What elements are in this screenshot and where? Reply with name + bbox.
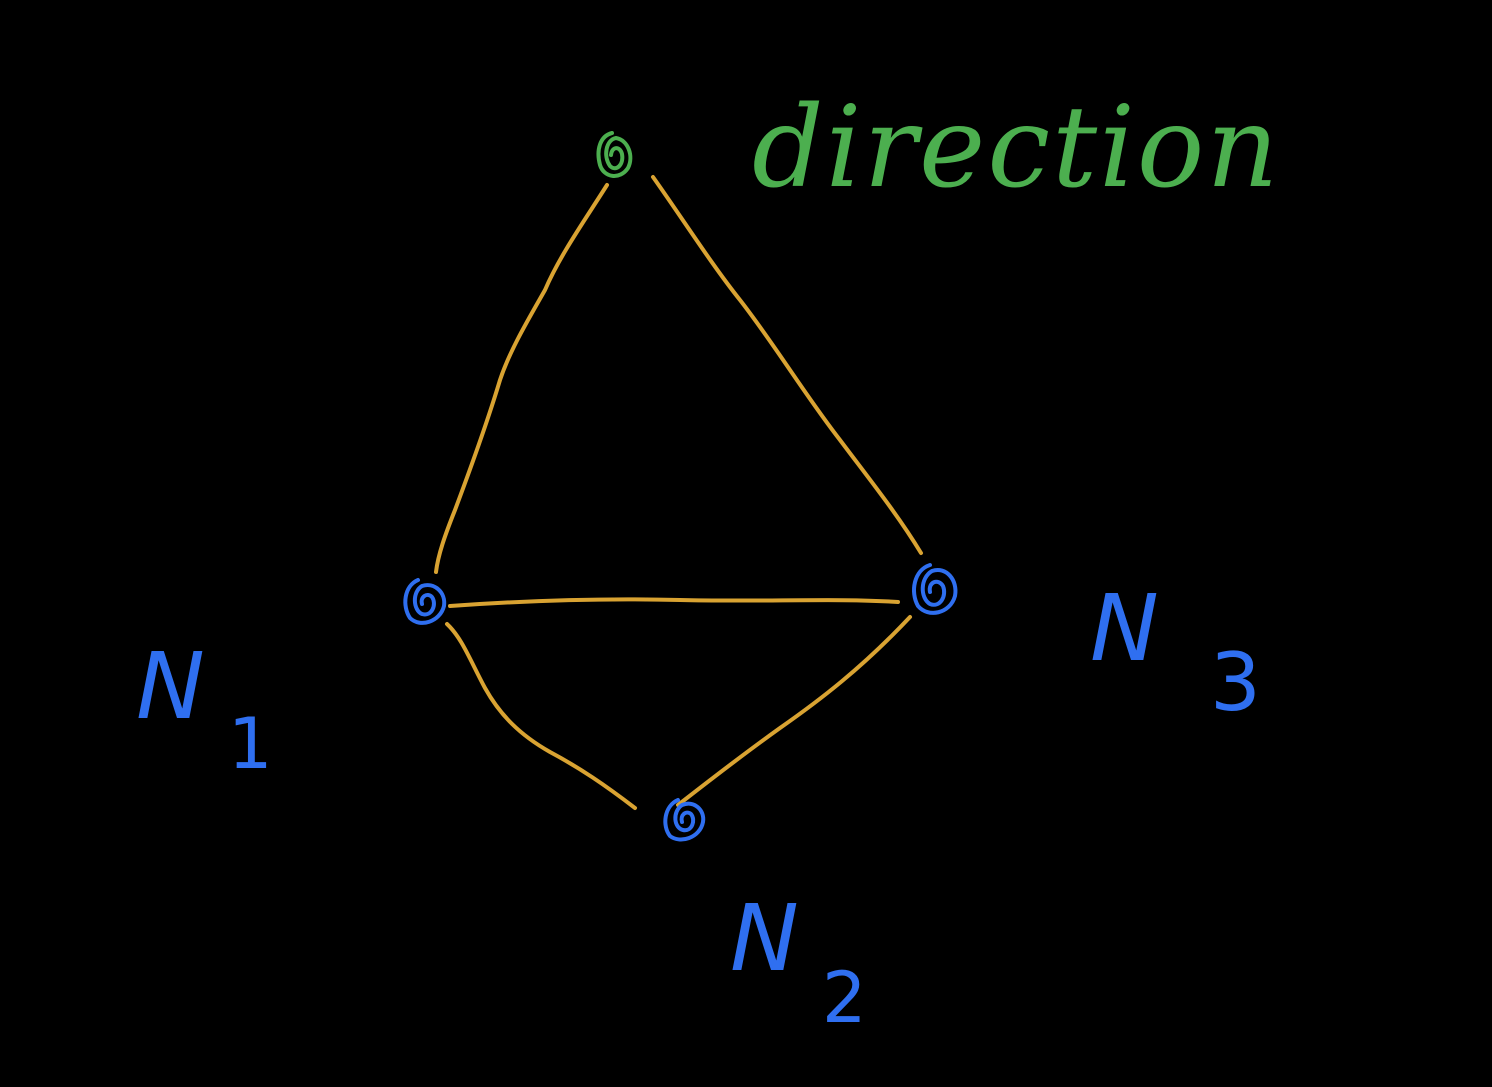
n1-node xyxy=(403,578,447,625)
n2-label-subscript: 2 xyxy=(822,957,867,1039)
edge-direction-n3 xyxy=(651,175,923,555)
n2-label-text: N xyxy=(730,885,799,992)
n3-label: N 3 xyxy=(1090,575,1261,729)
n3-label-subscript: 3 xyxy=(1210,636,1261,729)
edge-n2-n3 xyxy=(676,615,912,807)
n3-node xyxy=(912,563,958,615)
edge-n1-n2 xyxy=(445,622,637,810)
n1-node-dot xyxy=(403,578,447,625)
n3-node-dot xyxy=(912,563,958,615)
edge-n1-n3 xyxy=(448,597,900,608)
n3-label-text: N xyxy=(1090,575,1159,682)
direction-node-dot xyxy=(596,131,633,178)
n1-label: N 1 xyxy=(136,633,273,785)
direction-node xyxy=(596,131,633,178)
n1-label-subscript: 1 xyxy=(228,703,273,785)
n2-node-dot xyxy=(663,798,706,842)
n2-label: N 2 xyxy=(730,885,867,1039)
edge-direction-n1 xyxy=(434,183,609,574)
direction-label: direction xyxy=(752,83,1280,213)
n2-node xyxy=(663,798,706,842)
n1-label-text: N xyxy=(136,633,205,740)
